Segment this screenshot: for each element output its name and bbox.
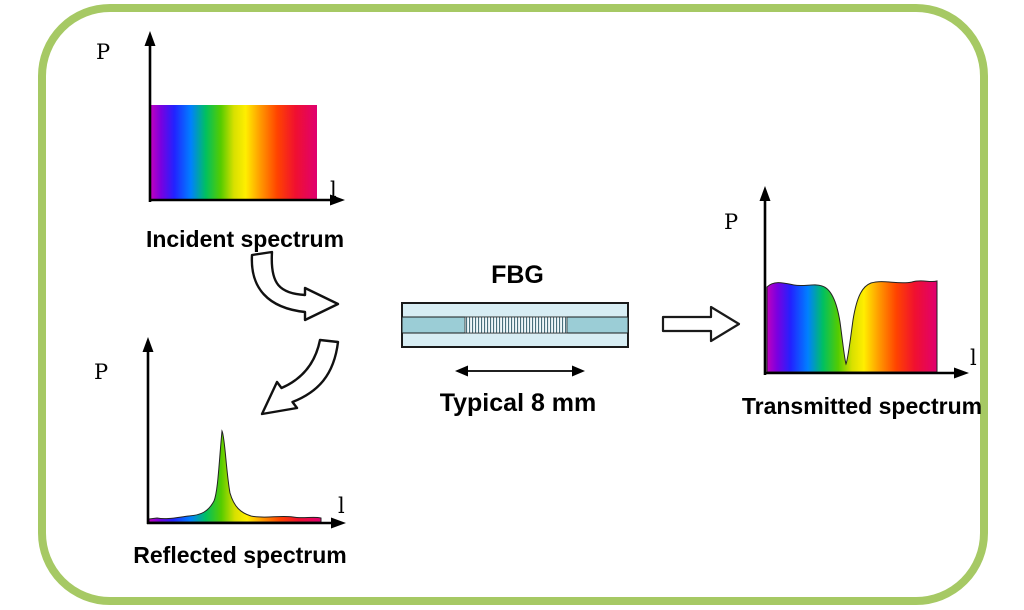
transmitted-y-axis-label: P xyxy=(724,210,739,234)
length-arrow-left-icon xyxy=(455,365,468,377)
incident-rainbow-band xyxy=(151,105,317,200)
fbg-length-label: Typical 8 mm xyxy=(439,389,597,417)
reflected-spectrum-chart xyxy=(142,337,346,529)
length-arrow-right-icon xyxy=(572,365,585,377)
flow-arrows xyxy=(250,250,340,416)
transmitted-y-axis-arrow-icon xyxy=(759,186,771,201)
transmitted-notch-curve xyxy=(766,280,938,373)
transmitted-x-axis-arrow-icon xyxy=(954,367,969,379)
block-arrow-right-icon xyxy=(661,305,741,343)
incident-spectrum-chart xyxy=(144,31,345,206)
block-arrow-right xyxy=(661,305,741,343)
diagram-border-frame xyxy=(38,4,988,605)
reflected-y-axis-label: P xyxy=(94,360,109,384)
transmitted-spectrum-chart xyxy=(759,186,969,379)
curved-arrow-to-fbg-icon xyxy=(250,250,340,322)
reflected-y-axis-arrow-icon xyxy=(142,337,154,352)
incident-spectrum-title: Incident spectrum xyxy=(145,226,345,252)
incident-y-axis-label: P xyxy=(96,40,111,64)
grating-section xyxy=(464,316,568,334)
incident-x-axis-arrow-icon xyxy=(330,194,345,206)
reflected-spectrum-title: Reflected spectrum xyxy=(133,542,347,568)
curved-arrow-to-reflected-icon xyxy=(260,338,340,416)
fbg-title: FBG xyxy=(491,261,544,289)
transmitted-spectrum-title: Transmitted spectrum xyxy=(741,393,983,419)
incident-y-axis-arrow-icon xyxy=(144,31,156,46)
reflected-x-axis-arrow-icon xyxy=(331,517,346,529)
fbg-fiber xyxy=(401,302,629,348)
reflected-peak-curve xyxy=(148,429,322,523)
incident-x-axis-label: l xyxy=(330,178,337,202)
reflected-x-axis-label: l xyxy=(338,494,345,518)
transmitted-x-axis-label: l xyxy=(970,346,977,370)
grating-length-arrow xyxy=(455,365,585,377)
